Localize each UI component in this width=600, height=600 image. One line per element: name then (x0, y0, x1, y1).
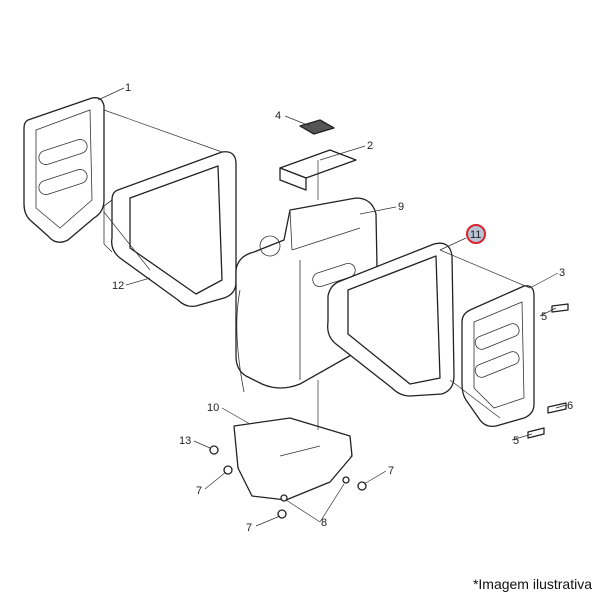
leader-lines (97, 87, 567, 527)
label-4: 4 (275, 110, 281, 122)
label-7-bottom: 7 (246, 522, 252, 534)
callout-labels: 1 2 3 4 5 5 6 7 7 7 8 9 10 13 12 11 (112, 82, 573, 534)
part-12-left-frame (103, 151, 237, 308)
label-10: 10 (207, 402, 219, 414)
label-5-top: 5 (541, 311, 547, 323)
label-7-right: 7 (388, 465, 394, 477)
label-6: 6 (567, 400, 573, 412)
label-13: 13 (179, 435, 191, 447)
part-1-left-cover (23, 97, 105, 243)
label-9: 9 (398, 201, 404, 213)
label-7-left: 7 (196, 485, 202, 497)
highlight-circle (466, 224, 486, 244)
part-3-right-cover (461, 285, 535, 428)
part-4-pad (299, 119, 335, 135)
part-10-bracket (233, 417, 353, 501)
label-12: 12 (112, 280, 124, 292)
washer-8-a (280, 494, 288, 502)
bolt-5-bottom (527, 427, 545, 439)
illustrative-caption: *Imagem ilustrativa (472, 576, 592, 592)
bolt-5-top (551, 303, 569, 313)
nut-7-bottom (277, 509, 287, 519)
washer-8-b (342, 476, 350, 484)
bolt-13 (209, 445, 219, 455)
label-8: 8 (321, 517, 327, 529)
part-11-right-frame (327, 242, 455, 397)
label-3: 3 (559, 267, 565, 279)
label-1: 1 (125, 82, 131, 94)
label-5-bottom: 5 (513, 435, 519, 447)
label-2: 2 (367, 140, 373, 152)
label-11: 11 (470, 229, 481, 241)
